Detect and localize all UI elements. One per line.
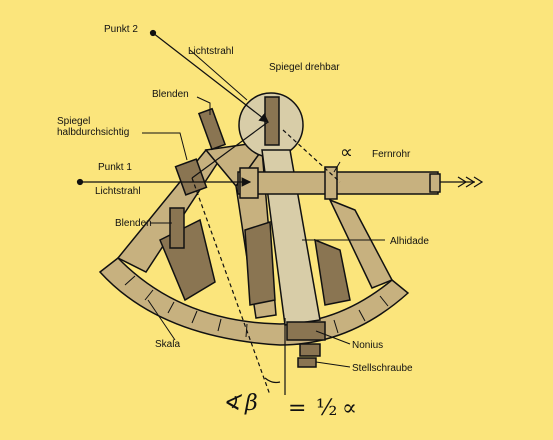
half-mirror xyxy=(174,158,208,196)
formula-equals: = xyxy=(288,396,306,421)
shades-left xyxy=(169,207,185,249)
label-skala: Skala xyxy=(155,339,180,350)
label-alpha: ∝ xyxy=(340,142,353,162)
rotating-mirror xyxy=(238,92,304,158)
formula-angle-sign: ∢ xyxy=(222,391,243,416)
formula-half: ½ xyxy=(316,396,337,421)
label-spiegel-drehbar: Spiegel drehbar xyxy=(269,62,340,73)
label-punkt2: Punkt 2 xyxy=(104,24,138,35)
light-rays xyxy=(76,29,484,396)
label-halbdurchsichtig: halbdurchsichtig xyxy=(57,127,129,138)
telescope xyxy=(237,166,441,200)
label-alhidade: Alhidade xyxy=(390,236,429,247)
leader-lines xyxy=(142,49,385,368)
formula-beta: β xyxy=(244,391,258,416)
label-fernrohr: Fernrohr xyxy=(372,149,411,160)
label-blenden-left: Blenden xyxy=(115,218,152,229)
adjusting-screw xyxy=(297,357,317,368)
label-nonius: Nonius xyxy=(352,340,383,351)
label-lichtstrahl-top: Lichtstrahl xyxy=(188,46,234,57)
label-punkt1: Punkt 1 xyxy=(98,162,132,173)
label-blenden-top: Blenden xyxy=(152,89,189,100)
shades-top xyxy=(197,107,227,151)
scale-arc xyxy=(98,256,410,346)
label-lichtstrahl-left: Lichtstrahl xyxy=(95,186,141,197)
label-spiegel: Spiegel xyxy=(57,116,90,127)
label-stellschraube: Stellschraube xyxy=(352,363,413,374)
vernier xyxy=(286,321,326,357)
formula-alpha: ∝ xyxy=(342,396,357,421)
